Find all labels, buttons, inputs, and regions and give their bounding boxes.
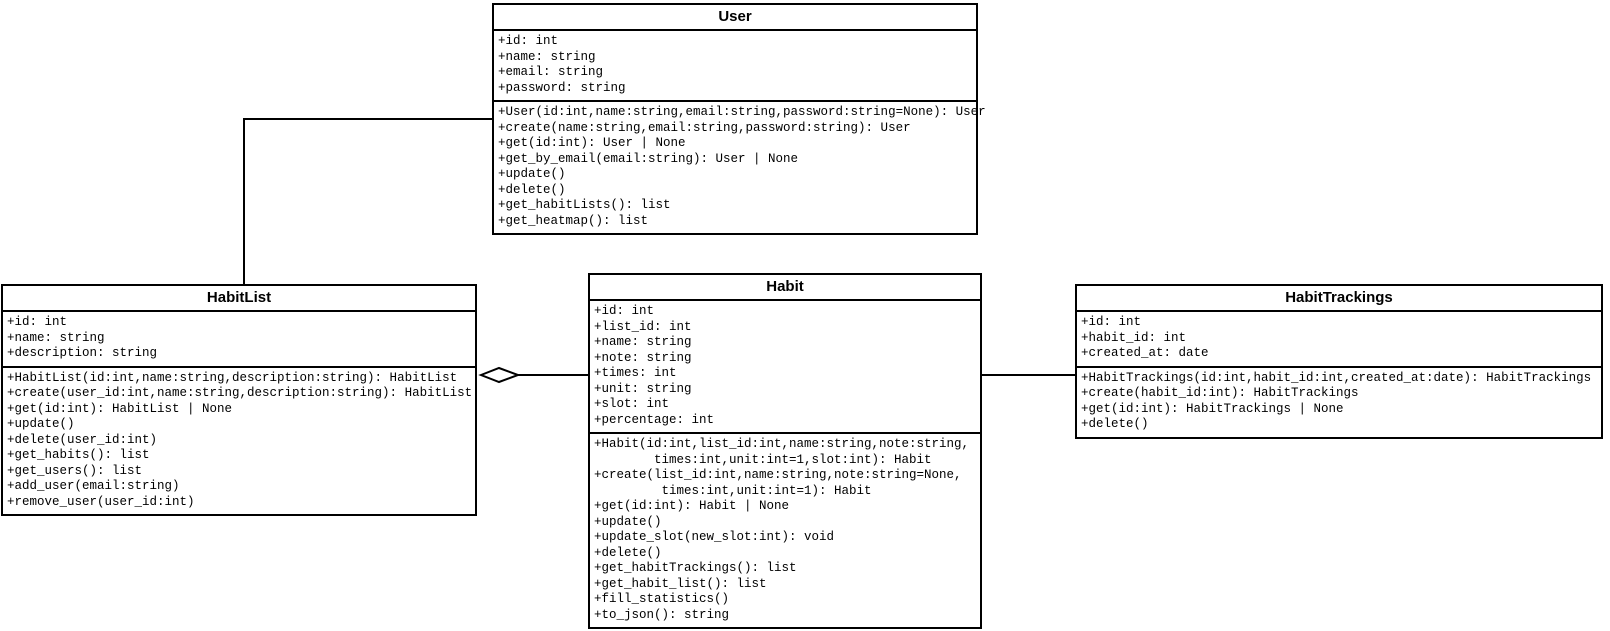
attribute-line: +list_id: int [594,319,692,334]
class-attributes-habitlist: +id: int+name: string+description: strin… [3,312,475,368]
method-line: +update_slot(new_slot:int): void [594,530,835,544]
class-methods-habittrackings: +HabitTrackings(id:int,habit_id:int,crea… [1077,368,1601,437]
method-line: +update() [7,417,75,431]
method-line: +get(id:int): User | None [498,136,686,150]
class-attributes-habittrackings: +id: int+habit_id: int+created_at: date [1077,312,1601,368]
method-line: +delete() [1081,417,1149,431]
attribute-line: +email: string [498,65,604,79]
attribute-line: +description: string [7,346,158,360]
method-line: +get_habit_list(): list [594,576,767,591]
method-line: times:int,unit:int=1): Habit [594,483,872,498]
method-line: +create(user_id:int,name:string,descript… [7,386,473,400]
attribute-line: +note: string [594,350,692,365]
attribute-line: +created_at: date [1081,346,1209,360]
class-box-user: User +id: int+name: string+email: string… [492,3,986,235]
class-title-habit: Habit [590,275,980,301]
method-line: +add_user(email:string) [7,479,180,493]
method-line: times:int,unit:int=1,slot:int): Habit [594,452,932,467]
class-title-habittrackings: HabitTrackings [1077,286,1601,312]
method-line: +create(name:string,email:string,passwor… [498,120,911,135]
attribute-line: +name: string [7,330,105,345]
method-line: +update() [498,167,566,181]
method-line: +get_habits(): list [7,448,150,462]
attribute-line: +id: int [7,315,68,329]
method-line: +Habit(id:int,list_id:int,name:string,no… [594,437,970,451]
class-box-habit: Habit +id: int+list_id: int+name: string… [588,273,982,629]
attribute-line: +id: int [594,304,655,318]
attribute-line: +times: int [594,366,677,380]
association-line-user-habitlist [243,118,492,284]
class-title-user: User [494,5,976,31]
method-line: +to_json(): string [594,607,730,622]
method-line: +create(list_id:int,name:string,note:str… [594,468,962,482]
method-line: +delete(user_id:int) [7,432,158,447]
class-attributes-habit: +id: int+list_id: int+name: string+note:… [590,301,980,434]
class-methods-habitlist: +HabitList(id:int,name:string,descriptio… [3,368,475,515]
aggregation-diamond-icon [478,366,521,384]
class-methods-user: +User(id:int,name:string,email:string,pa… [494,102,986,233]
attribute-line: +id: int [498,34,559,48]
method-line: +get_users(): list [7,463,143,478]
attribute-line: +unit: string [594,381,692,396]
method-line: +get_heatmap(): list [498,213,649,228]
attribute-line: +slot: int [594,397,670,411]
method-line: +delete() [498,182,566,197]
class-box-habittrackings: HabitTrackings +id: int+habit_id: int+cr… [1075,284,1603,439]
method-line: +HabitTrackings(id:int,habit_id:int,crea… [1081,370,1592,385]
attribute-line: +name: string [594,335,692,349]
method-line: +get(id:int): HabitTrackings | None [1081,401,1344,416]
class-box-habitlist: HabitList +id: int+name: string+descript… [1,284,477,516]
method-line: +remove_user(user_id:int) [7,494,195,509]
method-line: +update() [594,514,662,529]
method-line: +fill_statistics() [594,592,730,606]
method-line: +get(id:int): Habit | None [594,499,790,513]
attribute-line: +id: int [1081,315,1142,329]
method-line: +create(habit_id:int): HabitTrackings [1081,386,1359,400]
method-line: +User(id:int,name:string,email:string,pa… [498,105,986,119]
class-title-habitlist: HabitList [3,286,475,312]
method-line: +get_habitTrackings(): list [594,561,797,575]
method-line: +get_by_email(email:string): User | None [498,151,799,166]
class-methods-habit: +Habit(id:int,list_id:int,name:string,no… [590,434,980,627]
attribute-line: +name: string [498,49,596,64]
method-line: +HabitList(id:int,name:string,descriptio… [7,370,458,385]
method-line: +get(id:int): HabitList | None [7,401,233,416]
method-line: +get_habitLists(): list [498,198,671,212]
class-attributes-user: +id: int+name: string+email: string+pass… [494,31,976,102]
method-line: +delete() [594,545,662,560]
attribute-line: +percentage: int [594,412,715,427]
attribute-line: +password: string [498,80,626,95]
attribute-line: +habit_id: int [1081,330,1187,345]
